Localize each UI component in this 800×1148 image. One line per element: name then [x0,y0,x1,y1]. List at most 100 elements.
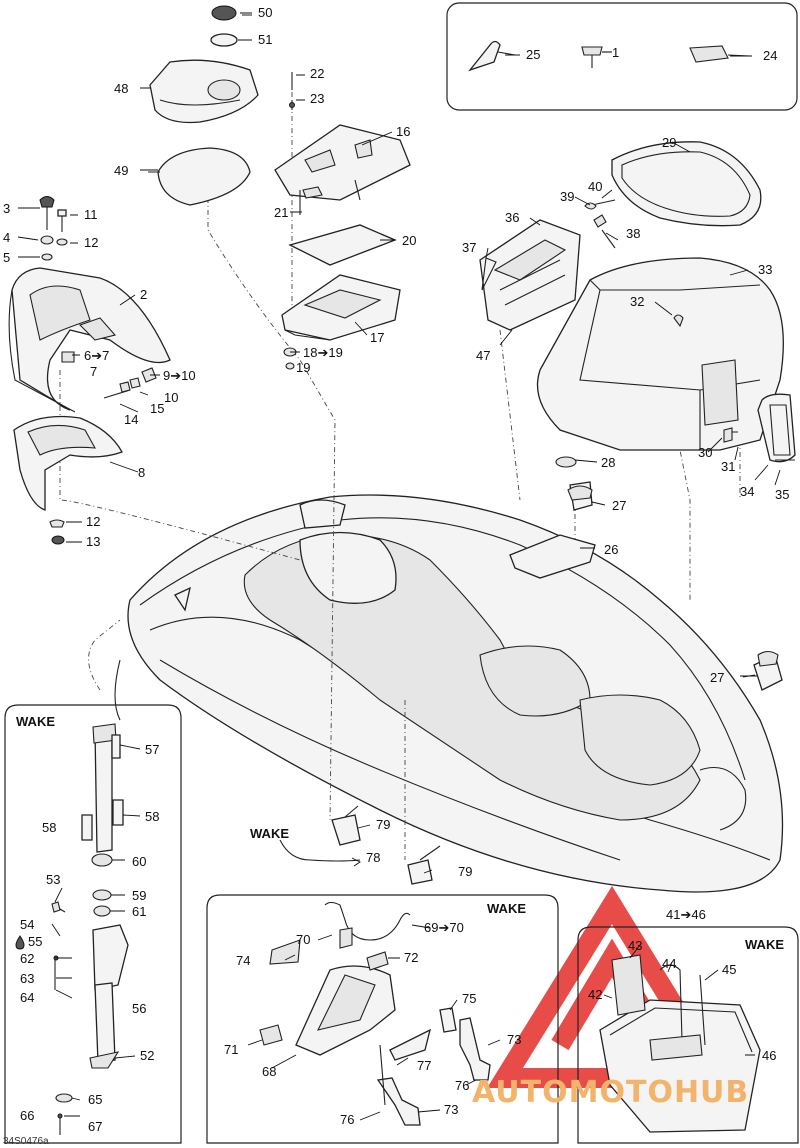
front-hood-parts [8,196,171,545]
part-label-75: 75 [462,991,476,1006]
part-label-64: 64 [20,990,34,1005]
part-label-70: 70 [296,932,310,947]
part-label-58b: 58 [145,809,159,824]
part-label-76a: 76 [455,1078,469,1093]
part-label-16: 16 [396,124,410,139]
part-label-23: 23 [310,91,324,106]
part-label-41-46: 41➔46 [666,907,706,922]
part-label-46: 46 [762,1048,776,1063]
part-label-22: 22 [310,66,324,81]
part-label-57: 57 [145,742,159,757]
part-label-61: 61 [132,904,146,919]
part-label-34: 34 [740,484,754,499]
part-label-5: 5 [3,250,10,265]
part-label-9-10: 9➔10 [163,368,196,383]
part-label-62: 62 [20,951,34,966]
rear-storage-parts [479,141,796,691]
part-label-50: 50 [258,5,272,20]
wake-title-right: WAKE [745,937,784,952]
hardware-inset-box [446,2,798,111]
part-label-24: 24 [763,48,777,63]
part-label-74: 74 [236,953,250,968]
part-label-54: 54 [20,917,34,932]
part-label-25: 25 [526,47,540,62]
part-label-20: 20 [402,233,416,248]
part-label-72: 72 [404,950,418,965]
part-label-59: 59 [132,888,146,903]
part-label-71: 71 [224,1042,238,1057]
part-label-56: 56 [132,1001,146,1016]
part-label-2: 2 [140,287,147,302]
wake-board-rack-inset [206,894,559,1144]
part-label-67: 67 [88,1119,102,1134]
part-label-52: 52 [140,1048,154,1063]
part-label-49: 49 [114,163,128,178]
part-label-48: 48 [114,81,128,96]
part-label-63: 63 [20,971,34,986]
part-label-39: 39 [560,189,574,204]
part-label-33: 33 [758,262,772,277]
part-label-8: 8 [138,465,145,480]
part-label-36: 36 [505,210,519,225]
part-label-76b: 76 [340,1112,354,1127]
part-label-73b: 73 [444,1102,458,1117]
part-label-18-19: 18➔19 [303,345,343,360]
part-number-labels: 50 51 48 49 22 23 16 21 20 17 18➔19 19 3… [3,5,789,1134]
part-label-53: 53 [46,872,60,887]
part-label-77: 77 [417,1058,431,1073]
part-label-43: 43 [628,938,642,953]
part-label-17: 17 [370,330,384,345]
part-label-79a: 79 [376,817,390,832]
part-label-1: 1 [612,45,619,60]
part-label-27: 27 [612,498,626,513]
part-label-42: 42 [588,987,602,1002]
drain-plug-covers [279,805,441,885]
part-label-69-70: 69➔70 [424,920,464,935]
wake-storage-bin-inset [577,926,799,1144]
part-label-21: 21 [274,205,288,220]
part-label-73a: 73 [507,1032,521,1047]
part-label-11: 11 [84,207,98,222]
part-label-51: 51 [258,32,272,47]
part-label-40: 40 [588,179,602,194]
part-label-28: 28 [601,455,615,470]
part-label-35: 35 [775,487,789,502]
drawing-reference-code: 34S0476a [3,1136,49,1147]
part-label-26: 26 [604,542,618,557]
part-label-55: 55 [28,934,42,949]
watermark-text: AUTOMOTOHUB [472,1075,749,1110]
part-label-68: 68 [262,1064,276,1079]
hull-body [114,494,784,893]
leader-lines [17,12,781,1121]
part-label-19: 19 [296,360,310,375]
part-label-65: 65 [88,1092,102,1107]
part-label-37: 37 [462,240,476,255]
part-label-12: 12 [84,235,98,250]
part-label-6-7: 6➔7 [84,348,109,363]
part-label-3: 3 [3,201,10,216]
part-label-32: 32 [630,294,644,309]
wake-title-bottom: WAKE [487,901,526,916]
part-label-30: 30 [698,445,712,460]
part-label-12b: 12 [86,514,100,529]
console-parts [274,72,411,370]
part-label-45: 45 [722,962,736,977]
fluid-drop-icon [15,935,25,950]
part-label-58a: 58 [42,820,56,835]
part-label-38: 38 [626,226,640,241]
front-storage-parts [142,5,259,206]
part-label-31: 31 [721,459,735,474]
part-label-44: 44 [662,956,676,971]
part-label-4: 4 [3,230,10,245]
part-label-29: 29 [662,135,676,150]
part-label-13: 13 [86,534,100,549]
part-label-27b: 27 [710,670,724,685]
part-label-7: 7 [90,364,97,379]
part-label-10: 10 [164,390,178,405]
part-label-15: 15 [150,401,164,416]
wake-title-center: WAKE [250,826,289,841]
part-label-66: 66 [20,1108,34,1123]
part-label-79b: 79 [458,864,472,879]
